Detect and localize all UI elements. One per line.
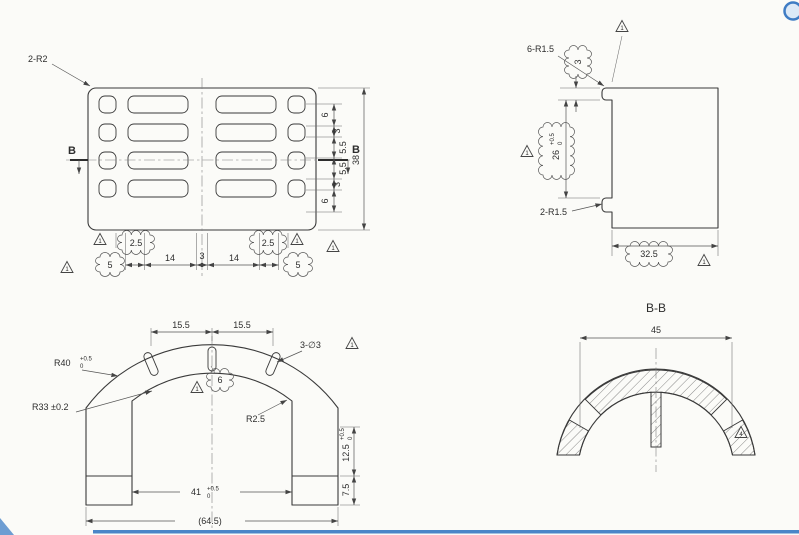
svg-text:+0.5: +0.5: [550, 132, 556, 145]
dim-inner-width: 41: [191, 487, 201, 497]
svg-text:1: 1: [350, 343, 354, 349]
front-view: 15.5 15.5 R40 +0.5 0 R33 ±0.2 3-∅3 R2.5 …: [32, 320, 360, 530]
dim-overall-width: (64.5): [198, 516, 222, 526]
side-outline: [601, 87, 719, 229]
plan-bottom-dims: 2.5 2.5 5 14 3 14 5: [95, 230, 313, 277]
revision-cloud: [249, 230, 287, 255]
svg-text:1: 1: [331, 246, 335, 252]
svg-text:0: 0: [558, 141, 564, 145]
bb-title: B-B: [646, 301, 666, 315]
revision-flag: 1: [615, 19, 629, 32]
plan-radius-note: 2-R2: [28, 54, 91, 87]
fillet-note-bottom: 2-R1.5: [540, 207, 567, 217]
revision-cloud: [625, 241, 673, 267]
dim-fillet: R2.5: [246, 414, 265, 424]
dim-overall-height: 38: [351, 155, 361, 165]
dim-bb-width: 45: [651, 325, 661, 335]
dim-width: 32.5: [640, 249, 658, 259]
dim-3-upper: 3: [332, 128, 342, 133]
plan-slots: [98, 95, 306, 198]
revision-cloud: [538, 122, 575, 180]
dim-14-right: 14: [229, 253, 239, 263]
dim-5p5-lower: 5.5: [338, 162, 348, 175]
side-notes: 6-R1.5 2-R1.5: [527, 35, 623, 217]
plan-view: B B 2-R2 6 3 5.5 5.5 3 6: [28, 54, 370, 277]
revision-flag: 1: [326, 239, 340, 252]
revision-cloud: [283, 252, 313, 277]
revision-cloud: [117, 230, 155, 255]
dim-pitch-left: 15.5: [172, 320, 190, 330]
svg-text:1: 1: [525, 151, 529, 157]
fillet-note-top: 6-R1.5: [527, 44, 554, 54]
dim-6-top: 6: [320, 112, 330, 117]
dim-6-bottom: 6: [320, 198, 330, 203]
revision-flag: 1: [697, 253, 711, 266]
page-corner-edge: [0, 518, 14, 535]
dim-offset-left: 2.5: [130, 238, 143, 248]
dim-pitch-right: 15.5: [233, 320, 251, 330]
svg-text:1: 1: [620, 26, 624, 32]
svg-text:1: 1: [195, 387, 199, 393]
dim-3-center: 3: [199, 251, 204, 261]
dim-slot-width: 6: [217, 375, 222, 385]
revision-cloud: [95, 252, 125, 277]
dim-lip: 3: [573, 59, 583, 64]
revision-cloud: [206, 368, 234, 392]
side-view: 3 26 +0.5 0 32.5 6-R1.5 2-R1.5 1: [520, 19, 719, 267]
page-edge-line: [93, 530, 799, 534]
dim-foot: 7.5: [341, 484, 351, 497]
svg-text:+0.5: +0.5: [340, 427, 346, 440]
front-dims: 15.5 15.5 R40 +0.5 0 R33 ±0.2 3-∅3 R2.5 …: [32, 320, 360, 526]
dim-5p5-upper: 5.5: [338, 141, 348, 154]
svg-text:1: 1: [295, 239, 299, 245]
svg-text:+0.5: +0.5: [207, 487, 220, 493]
dim-height-group: 26 +0.5 0: [550, 132, 564, 160]
svg-text:+0.5: +0.5: [80, 357, 93, 363]
svg-text:0: 0: [348, 436, 354, 440]
plan-centerlines: [66, 78, 350, 276]
dim-5-left: 5: [107, 260, 112, 270]
bb-dims: 45: [579, 325, 733, 428]
hole-note: 3-∅3: [300, 340, 321, 350]
revision-cloud: [564, 45, 592, 79]
dim-step-group: 12.5 +0.5 0: [340, 427, 354, 461]
dim-3-lower: 3: [332, 182, 342, 187]
plan-radius-note-label: 2-R2: [28, 54, 48, 64]
revision-flag: 1: [290, 232, 304, 245]
side-dims: 3 26 +0.5 0 32.5: [538, 45, 719, 267]
bb-left-wall: [556, 419, 590, 456]
svg-text:1: 1: [98, 239, 102, 245]
svg-text:0: 0: [207, 494, 211, 500]
page-marker-icon: [783, 1, 799, 21]
section-letter-right: B: [352, 144, 360, 156]
svg-text:0: 0: [80, 364, 84, 370]
dim-offset-right: 2.5: [262, 238, 275, 248]
svg-text:26: 26: [551, 150, 561, 160]
revision-flag: 1: [93, 232, 107, 245]
dim-14-left: 14: [165, 253, 175, 263]
dim-r-inner: R33 ±0.2: [32, 402, 68, 412]
revision-flag: 1: [345, 336, 359, 349]
plan-right-dims: 6 3 5.5 5.5 3 6 38: [306, 87, 370, 231]
revision-flag: 4: [734, 425, 748, 438]
revision-flag: 1: [190, 380, 204, 393]
svg-text:12.5: 12.5: [341, 444, 351, 462]
svg-text:1: 1: [702, 260, 706, 266]
revision-flag: 1: [520, 144, 534, 157]
svg-text:1: 1: [65, 267, 69, 273]
revision-flag: 1: [60, 260, 74, 273]
bb-section-view: B-B 45 4: [556, 301, 756, 472]
svg-text:4: 4: [739, 432, 743, 438]
dim-r-outer: R40: [54, 358, 71, 368]
section-letter-left: B: [68, 145, 76, 157]
dim-5-right: 5: [295, 260, 300, 270]
